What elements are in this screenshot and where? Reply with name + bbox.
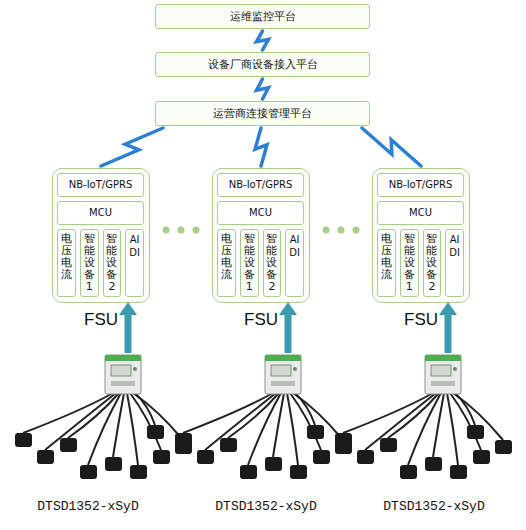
model-label: DTSD1352-xSyD bbox=[18, 499, 158, 515]
platform-label: 运营商连接管理平台 bbox=[162, 107, 363, 120]
module-label: MCU bbox=[60, 207, 141, 219]
module-label: NB-IoT/GPRS bbox=[380, 179, 461, 191]
module-label: MCU bbox=[380, 207, 461, 219]
module-box: 智能设备1 bbox=[240, 229, 259, 297]
module-box: 智能设备2 bbox=[423, 229, 442, 297]
model-label: DTSD1352-xSyD bbox=[196, 499, 336, 515]
platform-box: 设备厂商设备接入平台 bbox=[155, 52, 370, 77]
fsu-label: FSU bbox=[373, 310, 469, 330]
module-label: 智能设备1 bbox=[244, 233, 255, 293]
fsu-label: FSU bbox=[53, 310, 149, 330]
module-label: 电压电流 bbox=[221, 233, 232, 281]
module-label: 智能设备1 bbox=[404, 233, 415, 293]
module-box: NB-IoT/GPRS bbox=[57, 173, 144, 197]
wireless-link bbox=[257, 79, 269, 99]
module-box: MCU bbox=[57, 201, 144, 225]
module-label: 智能设备2 bbox=[266, 233, 277, 293]
wireless-link bbox=[255, 128, 267, 166]
platform-label: 运维监控平台 bbox=[162, 10, 363, 23]
module-box: AI DI bbox=[285, 229, 304, 297]
platform-box: 运营商连接管理平台 bbox=[155, 101, 370, 126]
wireless-link bbox=[101, 128, 163, 166]
module-box: 智能设备1 bbox=[80, 229, 99, 297]
module-box: 电压电流 bbox=[217, 229, 236, 297]
module-box: NB-IoT/GPRS bbox=[377, 173, 464, 197]
fsu-box: FSUNB-IoT/GPRSMCU电压电流智能设备1智能设备2AI DI bbox=[372, 168, 470, 303]
module-label: MCU bbox=[220, 207, 301, 219]
module-label: NB-IoT/GPRS bbox=[220, 179, 301, 191]
module-label: AI DI bbox=[286, 233, 303, 259]
module-box: NB-IoT/GPRS bbox=[217, 173, 304, 197]
platform-label: 设备厂商设备接入平台 bbox=[162, 58, 363, 71]
module-box: 智能设备1 bbox=[400, 229, 419, 297]
module-label: 智能设备2 bbox=[426, 233, 437, 293]
wireless-link bbox=[257, 31, 269, 50]
fsu-box: FSUNB-IoT/GPRSMCU电压电流智能设备1智能设备2AI DI bbox=[52, 168, 150, 303]
wireless-link bbox=[362, 128, 421, 166]
meter-illustration bbox=[335, 302, 512, 479]
module-label: NB-IoT/GPRS bbox=[60, 179, 141, 191]
module-label: AI DI bbox=[126, 233, 143, 259]
module-box: 智能设备2 bbox=[103, 229, 122, 297]
model-label: DTSD1352-xSyD bbox=[364, 499, 504, 515]
platform-box: 运维监控平台 bbox=[155, 4, 370, 29]
module-label: 电压电流 bbox=[381, 233, 392, 281]
module-box: MCU bbox=[377, 201, 464, 225]
module-label: 智能设备2 bbox=[106, 233, 117, 293]
module-box: AI DI bbox=[445, 229, 464, 297]
module-label: AI DI bbox=[446, 233, 463, 259]
module-label: 智能设备1 bbox=[84, 233, 95, 293]
module-box: 电压电流 bbox=[377, 229, 396, 297]
meter-illustration bbox=[175, 302, 352, 479]
fsu-box: FSUNB-IoT/GPRSMCU电压电流智能设备1智能设备2AI DI bbox=[212, 168, 310, 303]
module-label: 电压电流 bbox=[61, 233, 72, 281]
meter-illustration bbox=[15, 302, 192, 479]
module-box: AI DI bbox=[125, 229, 144, 297]
module-box: MCU bbox=[217, 201, 304, 225]
module-box: 智能设备2 bbox=[263, 229, 282, 297]
fsu-label: FSU bbox=[213, 310, 309, 330]
module-box: 电压电流 bbox=[57, 229, 76, 297]
